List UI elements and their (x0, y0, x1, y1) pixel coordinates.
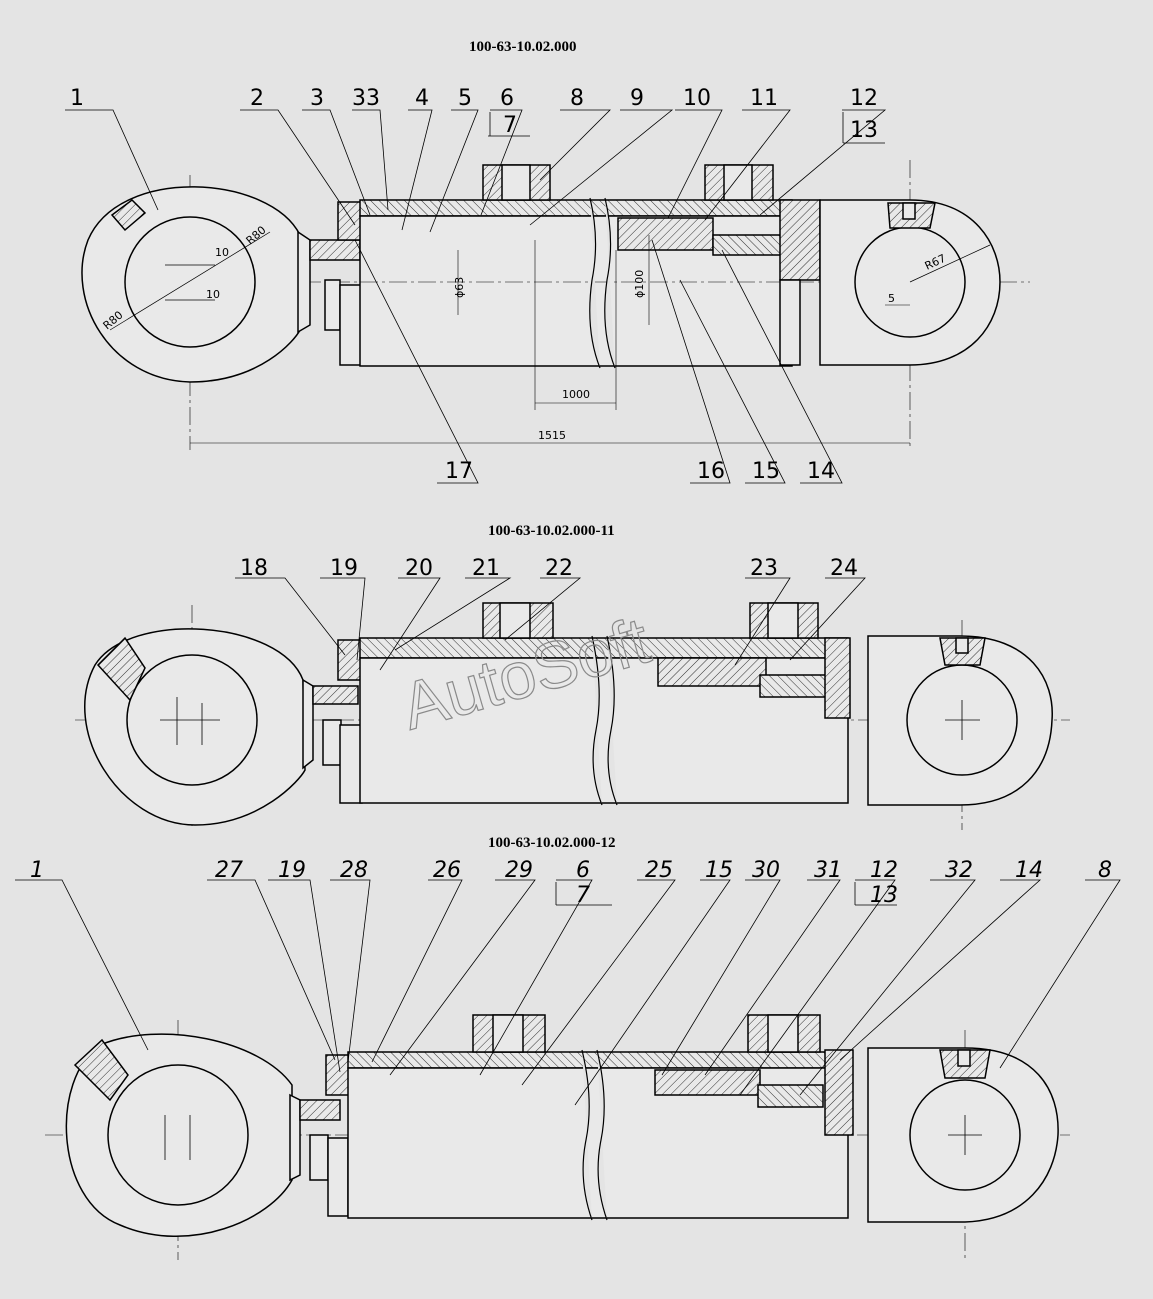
v3-label-8: 8 (1098, 858, 1112, 883)
v1-label-8: 8 (570, 86, 584, 111)
view-3-labels: 1 27 19 28 26 29 6 7 25 15 30 31 12 13 3… (30, 858, 1112, 908)
v3-label-13: 13 (870, 883, 898, 908)
v1-label-33: 33 (352, 86, 380, 111)
v3-label-29: 29 (505, 858, 533, 883)
dim-phi63: ϕ63 (453, 277, 466, 298)
dim-stroke: 1000 (562, 388, 590, 401)
dim-5: 5 (888, 292, 895, 305)
view-1-labels: 1 2 3 33 4 5 6 7 8 9 10 11 12 13 17 16 1… (70, 86, 878, 484)
dim-10-a: 10 (215, 246, 229, 259)
v3-label-12: 12 (870, 858, 898, 883)
v1-label-11: 11 (750, 86, 778, 111)
v1-label-7: 7 (503, 113, 517, 138)
v3-label-27: 27 (215, 858, 243, 883)
v3-label-32: 32 (945, 858, 973, 883)
view-1-title: 100-63-10.02.000 (469, 39, 577, 55)
v3-label-1: 1 (30, 858, 44, 883)
v2-label-24: 24 (830, 556, 858, 581)
view-2-labels: 18 19 20 21 22 23 24 (240, 556, 858, 581)
v3-label-19: 19 (278, 858, 306, 883)
v1-label-15: 15 (752, 459, 780, 484)
dim-10-b: 10 (206, 288, 220, 301)
v3-label-15: 15 (705, 858, 733, 883)
dim-phi100: ϕ100 (633, 270, 646, 298)
v1-label-13: 13 (850, 118, 878, 143)
v3-label-7: 7 (576, 883, 590, 908)
v1-label-10: 10 (683, 86, 711, 111)
v2-label-19: 19 (330, 556, 358, 581)
v1-label-1: 1 (70, 86, 84, 111)
v2-label-18: 18 (240, 556, 268, 581)
v1-label-17: 17 (445, 459, 473, 484)
v1-label-14: 14 (807, 459, 835, 484)
v3-label-26: 26 (433, 858, 461, 883)
v3-label-14: 14 (1015, 858, 1043, 883)
v3-label-6: 6 (576, 858, 590, 883)
view-3-title: 100-63-10.02.000-12 (488, 835, 616, 851)
v3-label-28: 28 (340, 858, 368, 883)
view-3 (15, 879, 1121, 1260)
v1-label-9: 9 (630, 86, 644, 111)
v1-label-6: 6 (500, 86, 514, 111)
view-2 (75, 577, 1070, 830)
view-1 (65, 109, 1030, 484)
v1-label-2: 2 (250, 86, 264, 111)
v3-label-25: 25 (645, 858, 673, 883)
v3-label-31: 31 (814, 858, 842, 883)
v1-label-16: 16 (697, 459, 725, 484)
v1-label-4: 4 (415, 86, 429, 111)
v2-label-20: 20 (405, 556, 433, 581)
v2-label-21: 21 (472, 556, 500, 581)
dim-length: 1515 (538, 429, 566, 442)
v1-label-5: 5 (458, 86, 472, 111)
v2-label-23: 23 (750, 556, 778, 581)
view-2-title: 100-63-10.02.000-11 (488, 523, 615, 539)
v3-label-30: 30 (752, 858, 780, 883)
v1-label-3: 3 (310, 86, 324, 111)
v2-label-22: 22 (545, 556, 573, 581)
v1-label-12: 12 (850, 86, 878, 111)
